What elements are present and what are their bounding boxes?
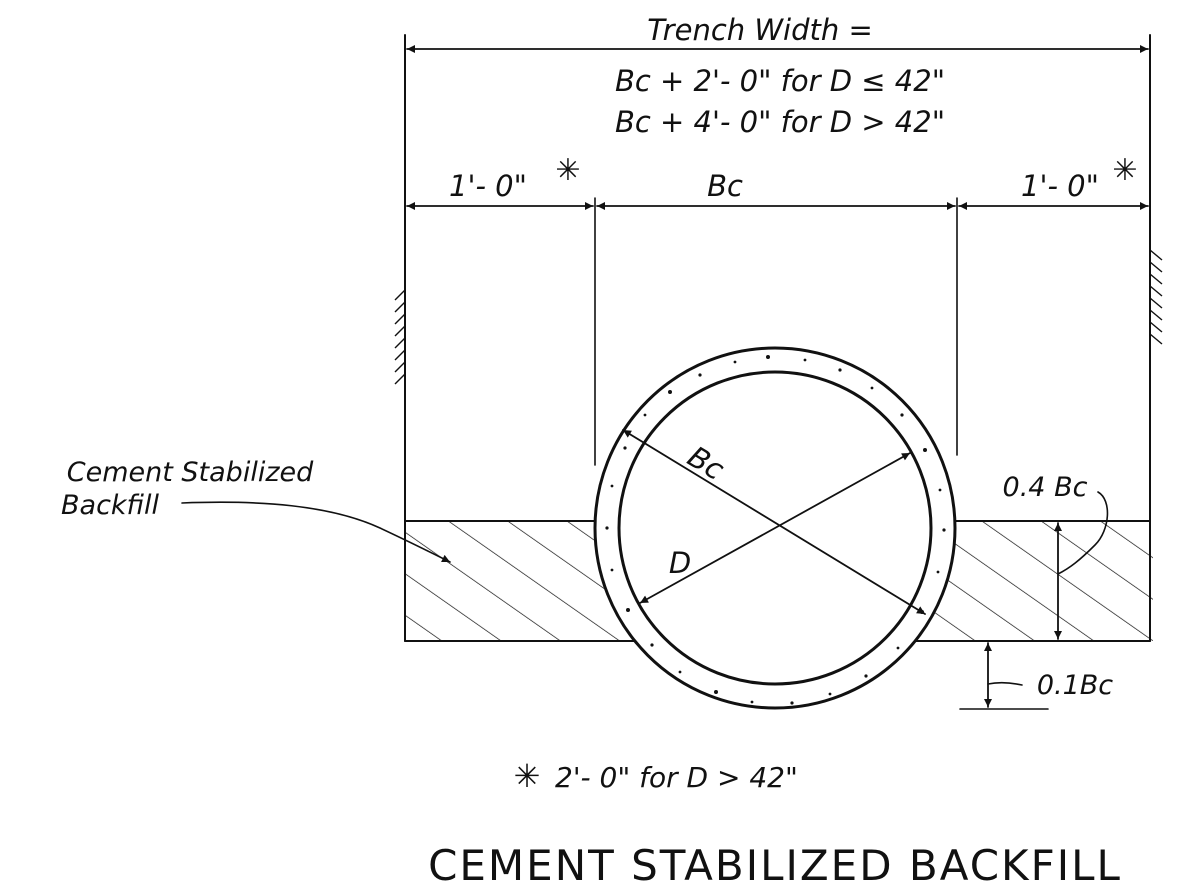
pipe-concrete-stipple — [605, 355, 946, 705]
left-clearance-star: ✳ — [555, 153, 580, 188]
bc-top-label: Bc — [707, 169, 743, 203]
footnote-star: ✳ — [514, 757, 541, 795]
right-clearance-label: 1'- 0" — [1021, 169, 1099, 203]
backfill-leader — [181, 501, 451, 563]
formula-large-diameter: Bc + 4'- 0" for D > 42" — [615, 105, 945, 139]
d-pipe-label: D — [669, 546, 691, 580]
left-clearance-label: 1'- 0" — [449, 169, 527, 203]
footnote-text: 2'- 0" for D > 42" — [555, 761, 798, 794]
earth-hatch-left — [394, 289, 406, 385]
bedding-height-leader — [1057, 491, 1109, 575]
right-clearance-star: ✳ — [1112, 153, 1137, 188]
bedding-depth-leader — [987, 681, 1023, 686]
diagram-title: CEMENT STABILIZED BACKFILL — [428, 841, 1122, 890]
backfill-label-line1: Cement Stabilized — [67, 457, 314, 488]
backfill-label-line2: Backfill — [61, 490, 159, 521]
bedding-height-label: 0.4 Bc — [1003, 472, 1088, 503]
formula-small-diameter: Bc + 2'- 0" for D ≤ 42" — [615, 64, 945, 98]
earth-hatch-right — [1149, 249, 1163, 345]
trench-width-label: Trench Width = — [647, 13, 873, 47]
bedding-depth-label: 0.1Bc — [1037, 670, 1113, 701]
d-diagonal-dimension — [639, 452, 911, 604]
